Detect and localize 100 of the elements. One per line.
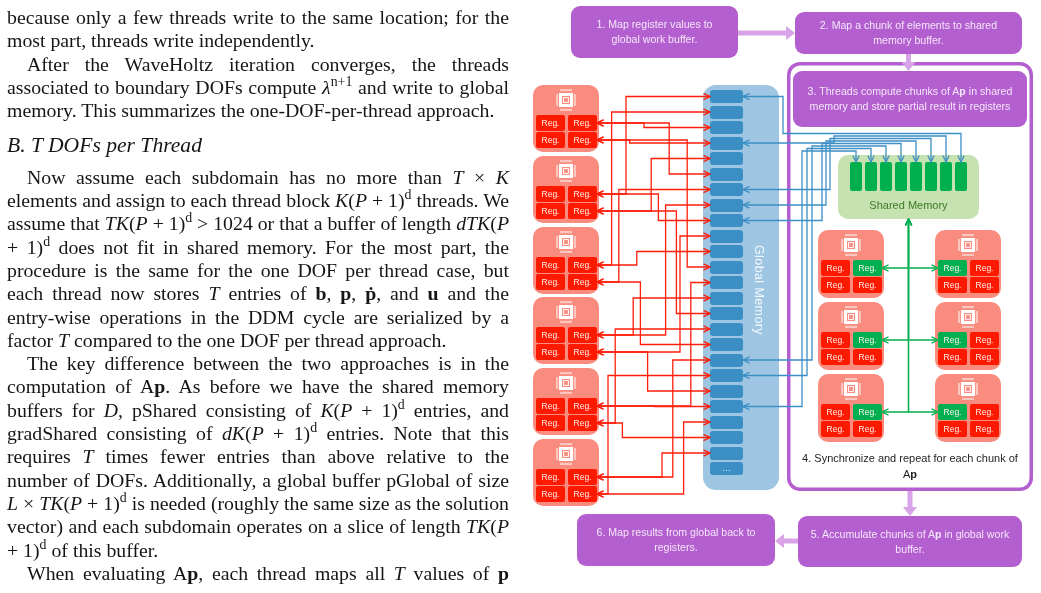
register-cell	[536, 257, 565, 273]
arrow	[596, 190, 711, 225]
arrow	[596, 119, 711, 178]
process-box	[798, 516, 1022, 567]
arrow	[596, 207, 711, 318]
register-cell	[938, 332, 967, 348]
register-label: Reg.	[858, 352, 877, 362]
flow-arrow	[903, 491, 917, 516]
register-label: Reg.	[826, 407, 845, 417]
arrow	[742, 150, 860, 411]
register-label: Reg.	[541, 206, 560, 216]
shared-memory-slot	[955, 162, 967, 191]
arrow	[742, 137, 935, 194]
register-cell	[568, 486, 597, 502]
register-cell	[853, 277, 882, 293]
register-cell	[536, 203, 565, 219]
register-cell	[568, 132, 597, 148]
register-cell	[568, 415, 597, 431]
register-label: Reg.	[826, 424, 845, 434]
paragraph: because only a few threads write to the same location; for the most part, threads write independently.	[7, 6, 509, 53]
shared-memory-slot	[940, 162, 952, 191]
arrow	[742, 145, 890, 364]
step-text: 5. Accumulate chunks of Ap in global work buffer.	[809, 526, 1011, 557]
memory-slot	[710, 260, 743, 274]
register-cell	[568, 186, 597, 202]
paragraph: When evaluating Ap, each thread maps all T values of p	[26, 561, 509, 586]
register-cell	[536, 344, 565, 360]
shared-memory-slot	[865, 162, 877, 191]
thread-block	[533, 227, 599, 294]
register-label: Reg.	[943, 352, 962, 362]
arrow	[742, 140, 920, 209]
shared-memory-slot	[895, 162, 907, 191]
thread-block	[935, 302, 1001, 370]
flow-arrow	[738, 26, 795, 40]
register-cell	[568, 257, 597, 273]
step-text: 6. Map results from global back to registers.	[595, 525, 757, 555]
paragraph: Now assume each subdomain has no more than T × K elements and assign to each thread block K(P + 1)$^{d}$ threads. We assume that TK(P + 1)$^{d}$ > 1024 or that a buffer of length dTK(P + 1)$^{d}$ does not fit in shared memory. For the most part, the procedure is the same for the one DOF per thread case, but each thread now stores T entries of b, p, ṗ, and u and the entry-wise operations in the DDM cycle are serialized by a factor T compared to the one DOF per thread approach.	[7, 165, 509, 353]
register-label: Reg.	[826, 263, 845, 273]
register-cell	[970, 277, 999, 293]
memory-slot	[710, 415, 743, 429]
memory-slot	[710, 338, 743, 351]
register-label: Reg.	[573, 260, 592, 270]
register-cell	[821, 421, 850, 437]
register-label: Reg.	[943, 407, 962, 417]
global-memory-band	[703, 85, 779, 490]
paragraph: After the WaveHoltz iteration converges, the threads associated to boundary DOFs compute λ$^{n+1}$ and write to global memory. This summarizes the one-DOF-per-thread approach.	[7, 52, 509, 123]
register-cell	[568, 274, 597, 290]
memory-slot	[710, 245, 743, 258]
section-heading: B. T DOFs per Thread	[7, 134, 203, 158]
register-cell	[821, 332, 850, 348]
register-cell	[853, 404, 882, 420]
register-label: Reg.	[541, 135, 560, 145]
register-label: Reg.	[943, 335, 962, 345]
register-label: Reg.	[858, 335, 877, 345]
register-label: Reg.	[943, 280, 962, 290]
memory-slot	[710, 369, 743, 382]
register-label: Reg.	[858, 280, 877, 290]
memory-slot	[710, 400, 743, 413]
register-label: Reg.	[541, 472, 560, 482]
step-text: 3. Threads compute chunks of Ap in shared memory and store partial result in registers	[806, 84, 1014, 114]
arrow	[742, 92, 965, 163]
step-text: 4. Synchronize and repeat for each chunk of Ap	[801, 451, 1019, 482]
register-label: Reg.	[858, 263, 877, 273]
arrow	[596, 294, 711, 339]
step-text: 1. Map register values to global work buffer.	[595, 17, 714, 47]
register-label: Reg.	[541, 189, 560, 199]
register-cell	[536, 115, 565, 131]
shared-memory-box	[838, 155, 979, 219]
register-label: Reg.	[541, 418, 560, 428]
register-label: Reg.	[826, 280, 845, 290]
register-cell	[536, 274, 565, 290]
shared-memory-slot	[880, 162, 892, 191]
register-cell	[536, 398, 565, 414]
register-cell	[938, 260, 967, 276]
thread-block	[533, 85, 599, 152]
step-text: 2. Map a chunk of elements to shared memory buffer.	[818, 18, 999, 48]
arrow	[742, 147, 875, 380]
register-label: Reg.	[541, 401, 560, 411]
register-cell	[536, 186, 565, 202]
memory-slot	[710, 152, 743, 165]
register-label: Reg.	[975, 335, 994, 345]
register-label: Reg.	[573, 401, 592, 411]
memory-slot	[710, 307, 743, 320]
arrow	[596, 348, 711, 395]
register-cell	[536, 132, 565, 148]
register-cell	[853, 260, 882, 276]
register-cell	[821, 349, 850, 365]
arrow	[742, 142, 905, 225]
memory-slot	[710, 322, 743, 336]
register-label: Reg.	[541, 347, 560, 357]
thread-block	[935, 230, 1001, 298]
memory-slot	[710, 276, 743, 289]
memory-slot	[710, 462, 743, 475]
thread-block	[533, 156, 599, 223]
register-label: Reg.	[541, 260, 560, 270]
process-box	[577, 514, 775, 566]
register-cell	[970, 421, 999, 437]
register-label: Reg.	[975, 263, 994, 273]
shared-memory-slot	[910, 162, 922, 191]
memory-slot	[710, 136, 743, 150]
